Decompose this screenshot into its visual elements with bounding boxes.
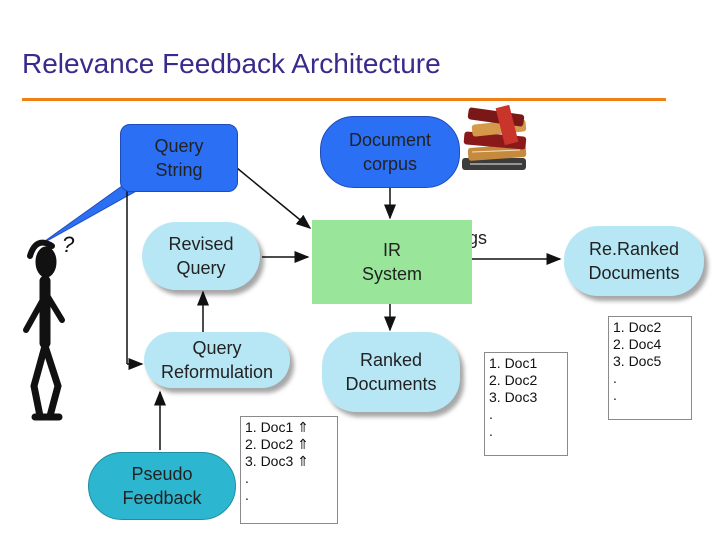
- title-underline: [22, 98, 666, 101]
- pseudo-feedback-box[interactable]: Pseudo Feedback: [88, 452, 236, 520]
- query-string-box[interactable]: Query String: [120, 124, 238, 192]
- slide-title: Relevance Feedback Architecture: [22, 48, 441, 79]
- revised-query-box[interactable]: Revised Query: [142, 222, 260, 290]
- thought-mark: ?: [62, 232, 75, 257]
- ir-system-box[interactable]: IR System: [312, 220, 472, 304]
- query-reformulation-box[interactable]: Query Reformulation: [144, 332, 290, 388]
- document-corpus-box[interactable]: Document corpus: [320, 116, 460, 188]
- speech-callout: [37, 185, 140, 247]
- stick-figure-icon: [23, 239, 65, 421]
- reranked-documents-box[interactable]: Re.Ranked Documents: [564, 226, 704, 296]
- ranked-documents-box[interactable]: Ranked Documents: [322, 332, 460, 412]
- reranked-doc-list: 1. Doc2 2. Doc4 3. Doc5 . .: [608, 316, 692, 420]
- partial-label-fragment: gs: [468, 228, 488, 248]
- arrow-query-to-ir: [236, 167, 312, 229]
- books-icon: [462, 104, 527, 170]
- feedback-doc-list: 1. Doc1 ⇑ 2. Doc2 ⇑ 3. Doc3 ⇑ . .: [240, 416, 338, 524]
- ranked-doc-list: 1. Doc1 2. Doc2 3. Doc3 . .: [484, 352, 568, 456]
